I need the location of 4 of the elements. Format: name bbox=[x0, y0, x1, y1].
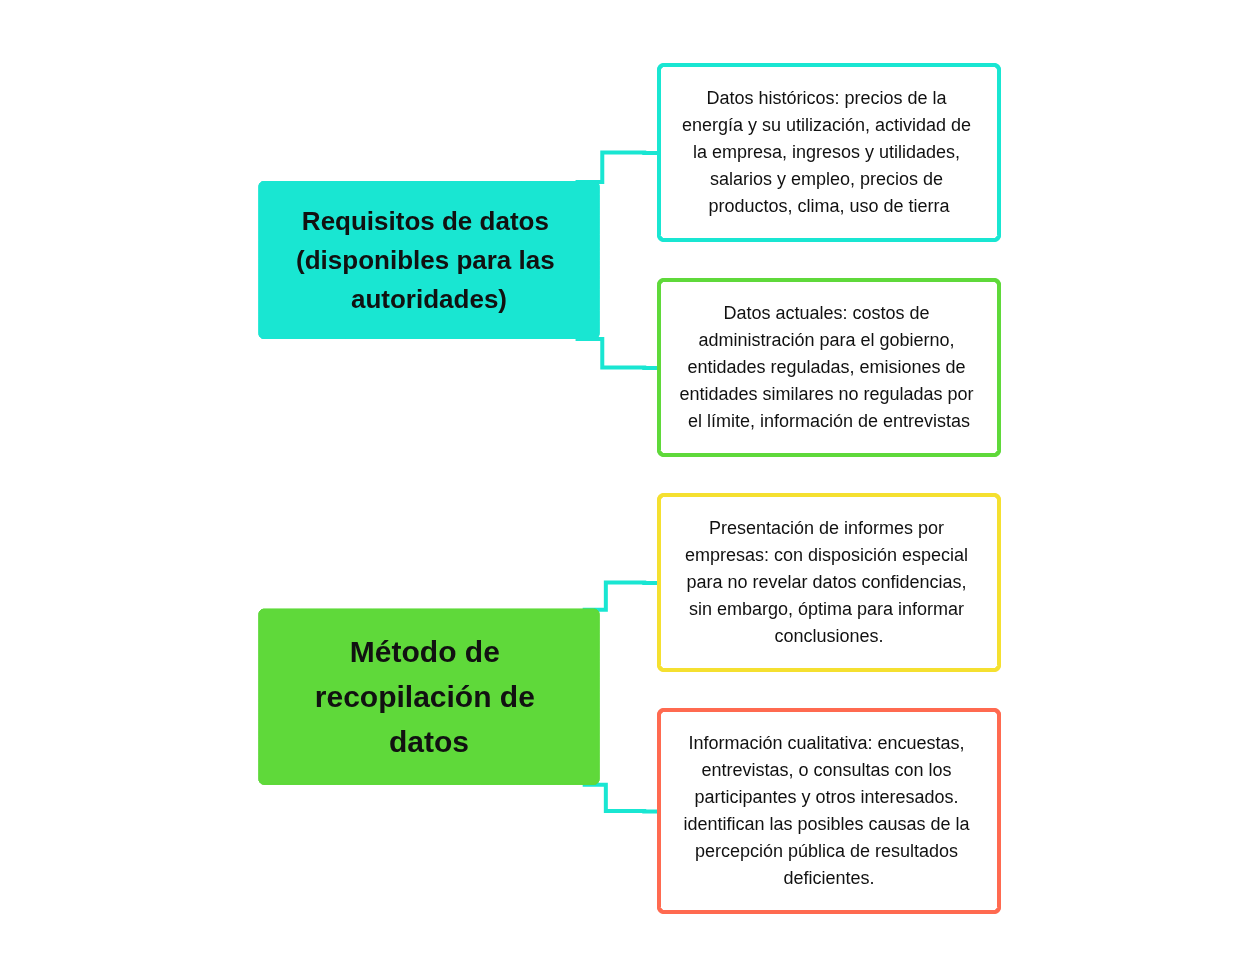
node-text: Información cualitativa: encuestas, entrevistas, o consultas con los participantes y otros interesados. identifican las posibles causas de la percepción pública de resultados deficientes. bbox=[683, 733, 970, 888]
node-text: Datos actuales: costos de administración para el gobierno, entidades reguladas, emisiones de entidades similares no reguladas por el límite, información de entrevistas bbox=[679, 303, 974, 431]
node-text: Presentación de informes por empresas: con disposición especial para no revelar datos confidencias, sin embargo, óptima para informar conclusiones. bbox=[684, 518, 969, 646]
node-text: Datos históricos: precios de la energía y su utilización, actividad de la empresa, ingresos y utilidades, salarios y empleo, precios de productos, clima, uso de tierra bbox=[681, 88, 972, 216]
